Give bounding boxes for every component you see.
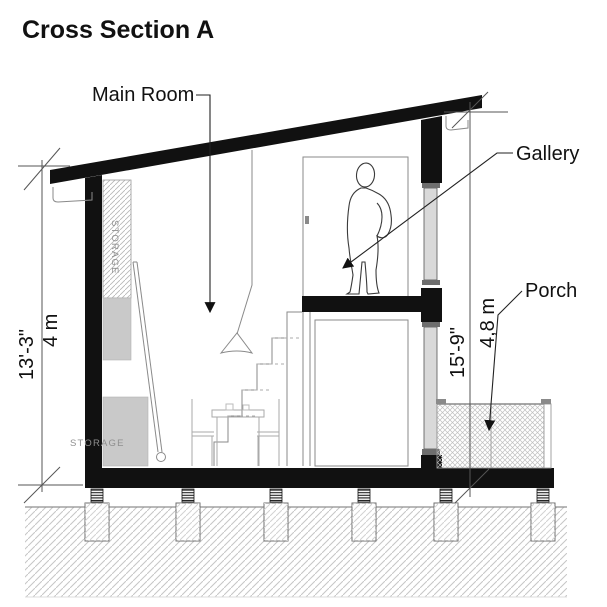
foundation [84, 488, 556, 542]
dimension-line-right: 15'-9" 4,8 m [444, 91, 508, 504]
storage-upper-label: STORAGE [109, 220, 120, 275]
dim-tick [23, 466, 61, 504]
foundation-pier [433, 502, 459, 542]
storage-counter [102, 297, 132, 361]
chair-left [191, 399, 214, 466]
railing-mesh [436, 403, 548, 469]
door-handle [305, 216, 309, 224]
foundation-pier [530, 502, 556, 542]
gutter-left [52, 187, 93, 203]
dim-right-imperial: 15'-9" [447, 327, 469, 378]
dim-tick [454, 468, 490, 504]
window-lower [422, 322, 440, 455]
dim-right-metric: 4,8 m [477, 298, 499, 348]
person-arm-line [376, 202, 383, 237]
railing-cap-left [436, 399, 446, 404]
right-wall-upper [421, 116, 442, 183]
ladder [132, 261, 166, 462]
right-wall [421, 116, 442, 469]
person-figure [345, 162, 392, 295]
ground [25, 506, 567, 598]
storage-cabinet-upper [102, 179, 132, 299]
spring-connectors [90, 488, 550, 503]
storage-lower-label: STORAGE [70, 438, 125, 449]
leader-gallery [342, 152, 513, 269]
foundation-pier [351, 502, 377, 542]
label-gallery: Gallery [516, 143, 579, 165]
dimension-line-left: 13'-3" 4 m [16, 147, 83, 504]
spring-connector [357, 488, 371, 503]
pendant-lamp [219, 150, 254, 354]
floor-slab [85, 468, 554, 488]
spring-connector [536, 488, 550, 503]
storage-cabinet-lower [102, 396, 149, 467]
spring-connector [90, 488, 104, 503]
dim-left-metric: 4 m [40, 314, 62, 347]
interior-door [302, 156, 409, 296]
leader-porch [484, 290, 523, 432]
porch-railing [436, 399, 552, 469]
gallery-floor [302, 296, 442, 312]
callouts: Main Room Gallery Porch [92, 84, 579, 432]
foundation-pier [84, 502, 110, 542]
ground-hatch [25, 507, 567, 597]
table [211, 403, 265, 466]
right-wall-gallery-beam [421, 288, 442, 322]
label-main-room: Main Room [92, 84, 194, 106]
foundation-pier [175, 502, 201, 542]
chair-right [257, 399, 280, 466]
dim-tick [451, 91, 489, 129]
leader-main-room [196, 94, 216, 314]
railing-cap-right [541, 399, 551, 404]
roof [50, 95, 482, 184]
railing-post [543, 403, 552, 469]
foundation-pier [263, 502, 289, 542]
dim-left-imperial: 13'-3" [16, 329, 38, 380]
window-upper [422, 183, 440, 285]
label-porch: Porch [525, 280, 577, 302]
left-wall [85, 175, 102, 468]
interior [102, 150, 409, 467]
page-title: Cross Section A [22, 16, 214, 44]
dim-tick [23, 147, 61, 191]
spring-connector [181, 488, 195, 503]
spring-connector [269, 488, 283, 503]
under-gallery-closet [302, 312, 409, 467]
gutter-right [445, 116, 469, 131]
spring-connector [439, 488, 453, 503]
stairs [213, 311, 302, 466]
